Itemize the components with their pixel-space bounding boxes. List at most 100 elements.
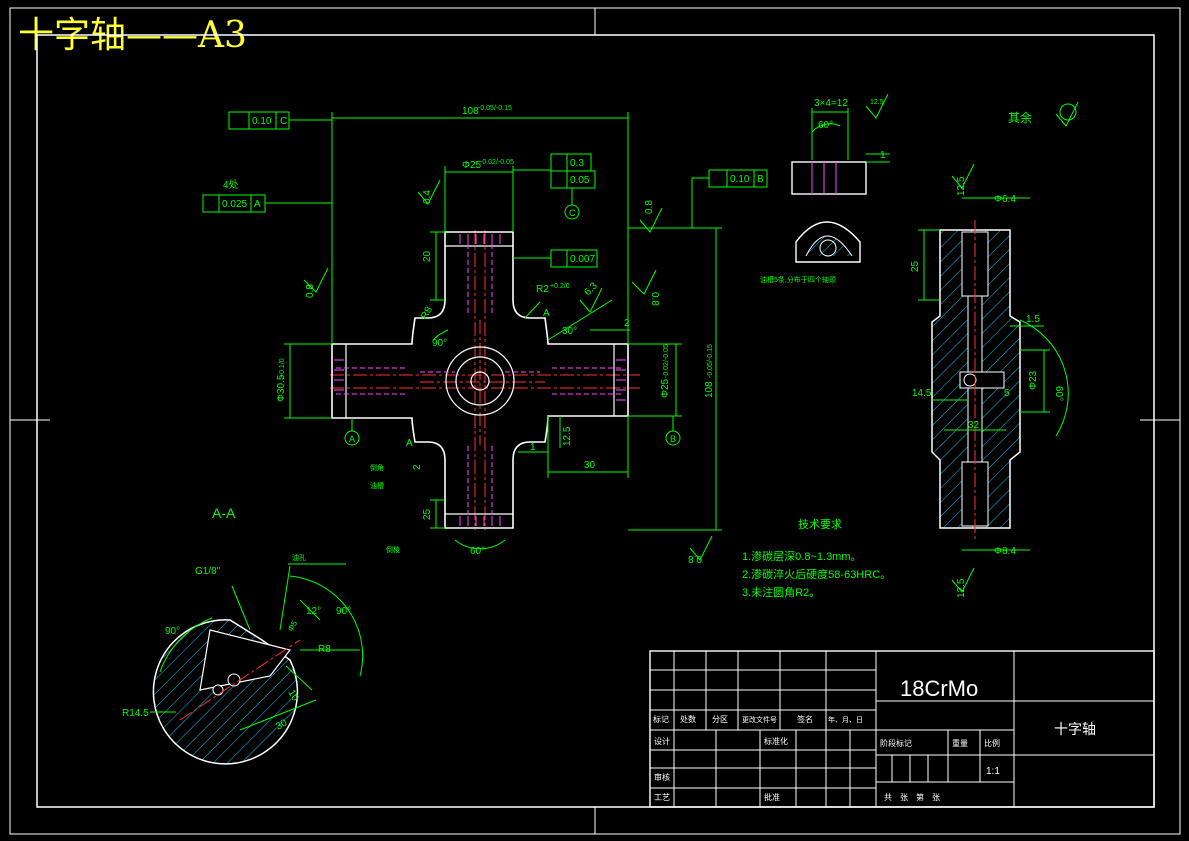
drawing-annotation: A	[406, 438, 413, 449]
drawing-annotation: Φ8.4	[994, 546, 1016, 557]
drawing-annotation: +0.1/0	[279, 358, 286, 378]
drawing-annotation: 0.10	[252, 116, 272, 127]
drawing-annotation: 14.5	[912, 388, 932, 399]
center-boss-outer	[445, 346, 515, 416]
drawing-annotation: 分区	[712, 715, 728, 724]
drawing-annotation: 0.007	[570, 254, 595, 265]
drawing-annotation: 20	[422, 250, 433, 262]
drawing-annotation: +0.2/0	[550, 283, 570, 290]
drawing-annotation: -0.05/-0.15	[707, 344, 714, 378]
drawing-annotation: 0.4	[422, 190, 433, 204]
drawing-annotation: 签名	[797, 714, 813, 724]
drawing-annotation: R8	[419, 305, 435, 322]
drawing-annotation: R8	[318, 644, 331, 655]
groove-detail: 3×4=12 60° 12.5 1 其余 油槽5条,分布于四个轴颈	[760, 93, 1079, 284]
drawing-annotation: 90°	[336, 606, 351, 617]
section-view: A-A G1/8" 油孔 90° 90° 12° 10 30 R8 R14.5 …	[122, 505, 364, 765]
title-block: 18CrMo 十字轴 标记 处数 分区 更改文件号 签名 年、月、日 设计 标准…	[649, 650, 1155, 808]
drawing-annotation: 年、月、日	[828, 715, 863, 724]
drawing-annotation: -0.02/-0.05	[480, 159, 514, 166]
drawing-annotation: 2	[624, 318, 630, 329]
drawing-annotation: 0.025	[222, 199, 247, 210]
drawing-annotation: A	[543, 308, 550, 319]
part-name: 十字轴	[1054, 721, 1096, 737]
drawing-annotation: A	[254, 199, 261, 210]
drawing-annotation: 0.8	[305, 284, 316, 298]
drawing-annotation: 12.5	[870, 99, 884, 106]
drawing-annotation: 比例	[984, 738, 1000, 748]
drawing-annotation: 10	[285, 688, 300, 704]
requirement-2: 2.渗碳淬火后硬度58-63HRC。	[742, 567, 891, 581]
drawing-annotation: 倒角	[370, 463, 384, 472]
angle-90: 90°	[432, 338, 447, 349]
drawing-annotation: 5	[1004, 388, 1010, 399]
drawing-annotation: 0.8	[649, 292, 660, 306]
rest-roughness-note: 其余	[1008, 110, 1032, 125]
drawing-annotation: 30	[584, 460, 596, 471]
drawing-annotation: 12°	[306, 606, 321, 617]
drawing-annotation: 1	[530, 442, 536, 453]
drawing-annotation: C	[569, 208, 576, 218]
requirements-heading: 技术要求	[798, 518, 842, 531]
cross-outline	[331, 231, 629, 529]
drawing-annotation: 0.8	[644, 200, 655, 214]
dim-journal-dia-top: Φ25	[462, 160, 482, 171]
drawing-annotation: A	[349, 434, 355, 444]
drawing-annotation: Φ6.4	[994, 194, 1016, 205]
center-boss-inner	[455, 356, 505, 406]
drawing-annotation: 共 张 第 张	[884, 792, 940, 802]
dim-overall-top: 108	[462, 106, 479, 117]
requirement-3: 3.未注圆角R2。	[742, 585, 820, 599]
drawing-annotation: B	[670, 434, 676, 444]
drawing-annotation: 重量	[952, 738, 968, 748]
drawing-annotation: 油槽	[370, 481, 384, 490]
drawing-annotation: 4处	[223, 179, 239, 191]
drawing-annotation: B	[757, 174, 764, 185]
drawing-annotation: 12.5	[562, 426, 573, 446]
drawing-frame	[9, 7, 1181, 835]
requirement-1: 1.渗碳层深0.8~1.3mm。	[742, 549, 862, 563]
drawing-annotation: 标记	[653, 714, 669, 724]
front-view: 108 -0.05/-0.15 Φ25 -0.02/-0.05 108 -0.0…	[202, 105, 768, 564]
center-hole	[470, 371, 490, 391]
drawing-annotation: 设计	[654, 736, 670, 746]
drawing-annotation: 标准化	[764, 736, 788, 746]
drawing-annotation: 25	[910, 260, 921, 272]
drawing-annotation: 32	[968, 420, 980, 431]
section-label: A-A	[212, 505, 236, 521]
drawing-annotation: 12.5	[956, 578, 967, 598]
drawing-annotation: Φ23	[1028, 370, 1039, 390]
thread-callout: G1/8"	[195, 566, 221, 577]
drawing-annotation: 30	[274, 717, 290, 732]
side-view: Φ6.4 Φ8.4 12.5 12.5 25 1.5 14.5 Φ23 5 32…	[910, 163, 1069, 598]
drawing-annotation: 12.5	[956, 176, 967, 196]
material-name: 18CrMo	[900, 676, 978, 701]
drawing-annotation: 60°	[1053, 386, 1064, 401]
drawing-annotation: 0.3	[570, 158, 584, 169]
drawing-annotation: 审核	[654, 772, 670, 782]
drawing-annotation: 1	[880, 150, 886, 161]
scale-value: 1:1	[986, 766, 1000, 777]
drawing-annotation: Φ5	[286, 619, 299, 633]
drawing-annotation: R14.5	[122, 708, 149, 719]
drawing-annotation: 处数	[680, 714, 696, 724]
drawing-annotation: 6.3	[582, 280, 600, 298]
drawing-annotation: 0.10	[730, 174, 750, 185]
drawing-annotation: 3×4=12	[814, 98, 848, 109]
drawing-annotation: 25	[422, 508, 433, 520]
drawing-annotation: -0.05/-0.15	[478, 105, 512, 112]
drawing-annotation: 0.8	[688, 553, 702, 564]
drawing-annotation: 30°	[562, 326, 577, 337]
drawing-annotation: C	[280, 116, 287, 127]
dim-overall-right: 108	[704, 381, 715, 398]
drawing-annotation: 批准	[764, 792, 780, 802]
drawing-annotation: 90°	[165, 626, 180, 637]
technical-requirements: 技术要求 1.渗碳层深0.8~1.3mm。 2.渗碳淬火后硬度58-63HRC。…	[742, 518, 891, 599]
drawing-annotation: -0.02/-0.05	[663, 344, 670, 378]
radius-r2: R2	[536, 284, 549, 295]
drawing-annotation: 0.05	[570, 175, 590, 186]
drawing-annotation: 更改文件号	[742, 715, 777, 724]
groove-caption: 油槽5条,分布于四个轴颈	[760, 275, 836, 284]
drawing-annotation: 1.5	[1026, 314, 1040, 325]
